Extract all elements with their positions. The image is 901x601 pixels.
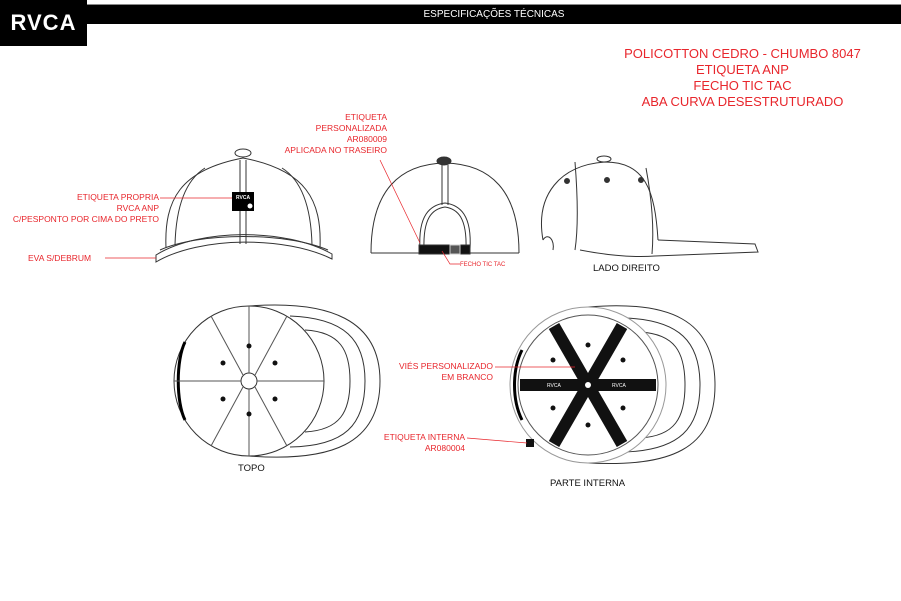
spec-closure: FECHO TIC TAC [693, 78, 792, 93]
top-caption: TOPO [238, 463, 265, 474]
brim-annotation: EVA S/DEBRUM [28, 253, 92, 263]
annotation-line: C/PESPONTO POR CIMA DO PRETO [12, 214, 159, 224]
spec-label: ETIQUETA ANP [696, 62, 789, 77]
inner-label-annotation: ETIQUETA INTERNA AR080004 [384, 432, 465, 454]
tape-text-2: RVCA [612, 383, 626, 389]
inside-view-drawing [466, 305, 716, 465]
annotation-line: AR080004 [424, 443, 465, 453]
page-title: ESPECIFICAÇÕES TÉCNICAS [423, 9, 565, 20]
side-view-drawing [541, 155, 759, 258]
back-view-drawing [370, 156, 520, 265]
inside-caption: PARTE INTERNA [550, 478, 626, 489]
front-label-annotation: ETIQUETA PROPRIA RVCA ANP C/PESPONTO POR… [13, 192, 159, 225]
spec-fabric: POLICOTTON CEDRO - CHUMBO 8047 [624, 46, 861, 61]
spec-brim: ABA CURVA DESESTRUTURADO [641, 94, 844, 109]
annotation-line: PERSONALIZADA [315, 123, 387, 133]
annotation-line: ETIQUETA [345, 112, 387, 122]
front-view-drawing [105, 148, 333, 263]
closure-annotation: FECHO TIC TAC [460, 262, 506, 268]
annotation-line: EM BRANCO [441, 372, 493, 382]
front-patch-text: RVCA [236, 195, 251, 201]
tape-annotation: VIÉS PERSONALIZADO EM BRANCO [399, 361, 493, 383]
annotation-line: AR080009 [346, 134, 387, 144]
annotation-line: ETIQUETA INTERNA [383, 432, 465, 442]
header-bar: ESPECIFICAÇÕES TÉCNICAS [87, 4, 901, 24]
annotation-line: APLICADA NO TRASEIRO [284, 145, 387, 155]
rvca-logo: RVCA [0, 0, 87, 46]
back-label-annotation: ETIQUETA PERSONALIZADA AR080009 APLICADA… [285, 112, 387, 156]
spec-list: POLICOTTON CEDRO - CHUMBO 8047 ETIQUETA … [600, 46, 885, 110]
side-caption: LADO DIREITO [593, 263, 660, 274]
annotation-line: RVCA ANP [116, 203, 159, 213]
annotation-line: VIÉS PERSONALIZADO [399, 361, 493, 371]
tape-text: RVCA [547, 383, 561, 389]
annotation-line: ETIQUETA PROPRIA [76, 192, 159, 202]
top-view-drawing [173, 304, 381, 458]
